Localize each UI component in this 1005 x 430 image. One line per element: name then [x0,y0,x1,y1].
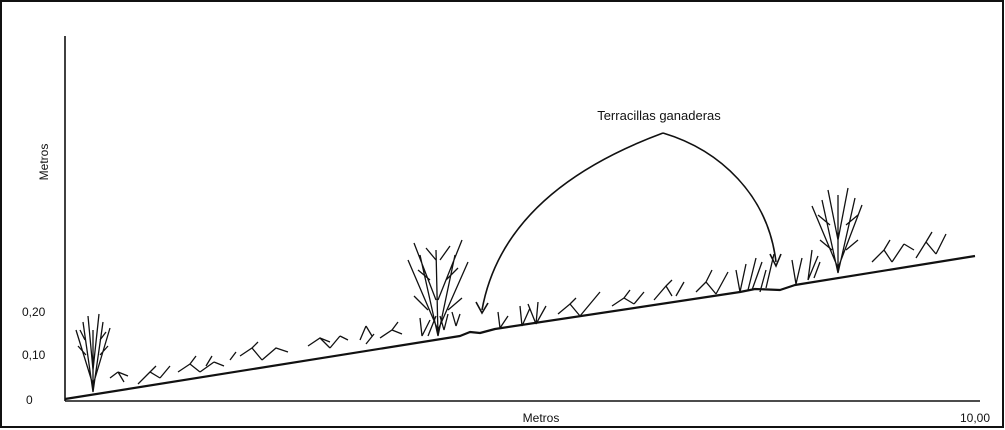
x-tick-end: 10,00 [960,411,990,425]
y-tick-0: 0 [26,393,33,407]
y-tick-010: 0,10 [22,348,46,362]
arrowhead-right [769,253,782,268]
annotation-arrow-left [481,132,664,311]
arrowhead-left [475,301,489,315]
y-axis-label: Metros [37,144,51,181]
annotation-label: Terracillas ganaderas [597,108,721,123]
shrub-tall-left [75,313,111,393]
shrub-tall-center [407,239,469,337]
ground-slope-line [64,254,976,401]
x-axis-label: Metros [523,411,560,425]
annotation-arrow-right [662,132,777,263]
y-tick-020: 0,20 [22,305,46,319]
shrub-tall-right [811,187,863,274]
shrub-row [109,231,947,385]
